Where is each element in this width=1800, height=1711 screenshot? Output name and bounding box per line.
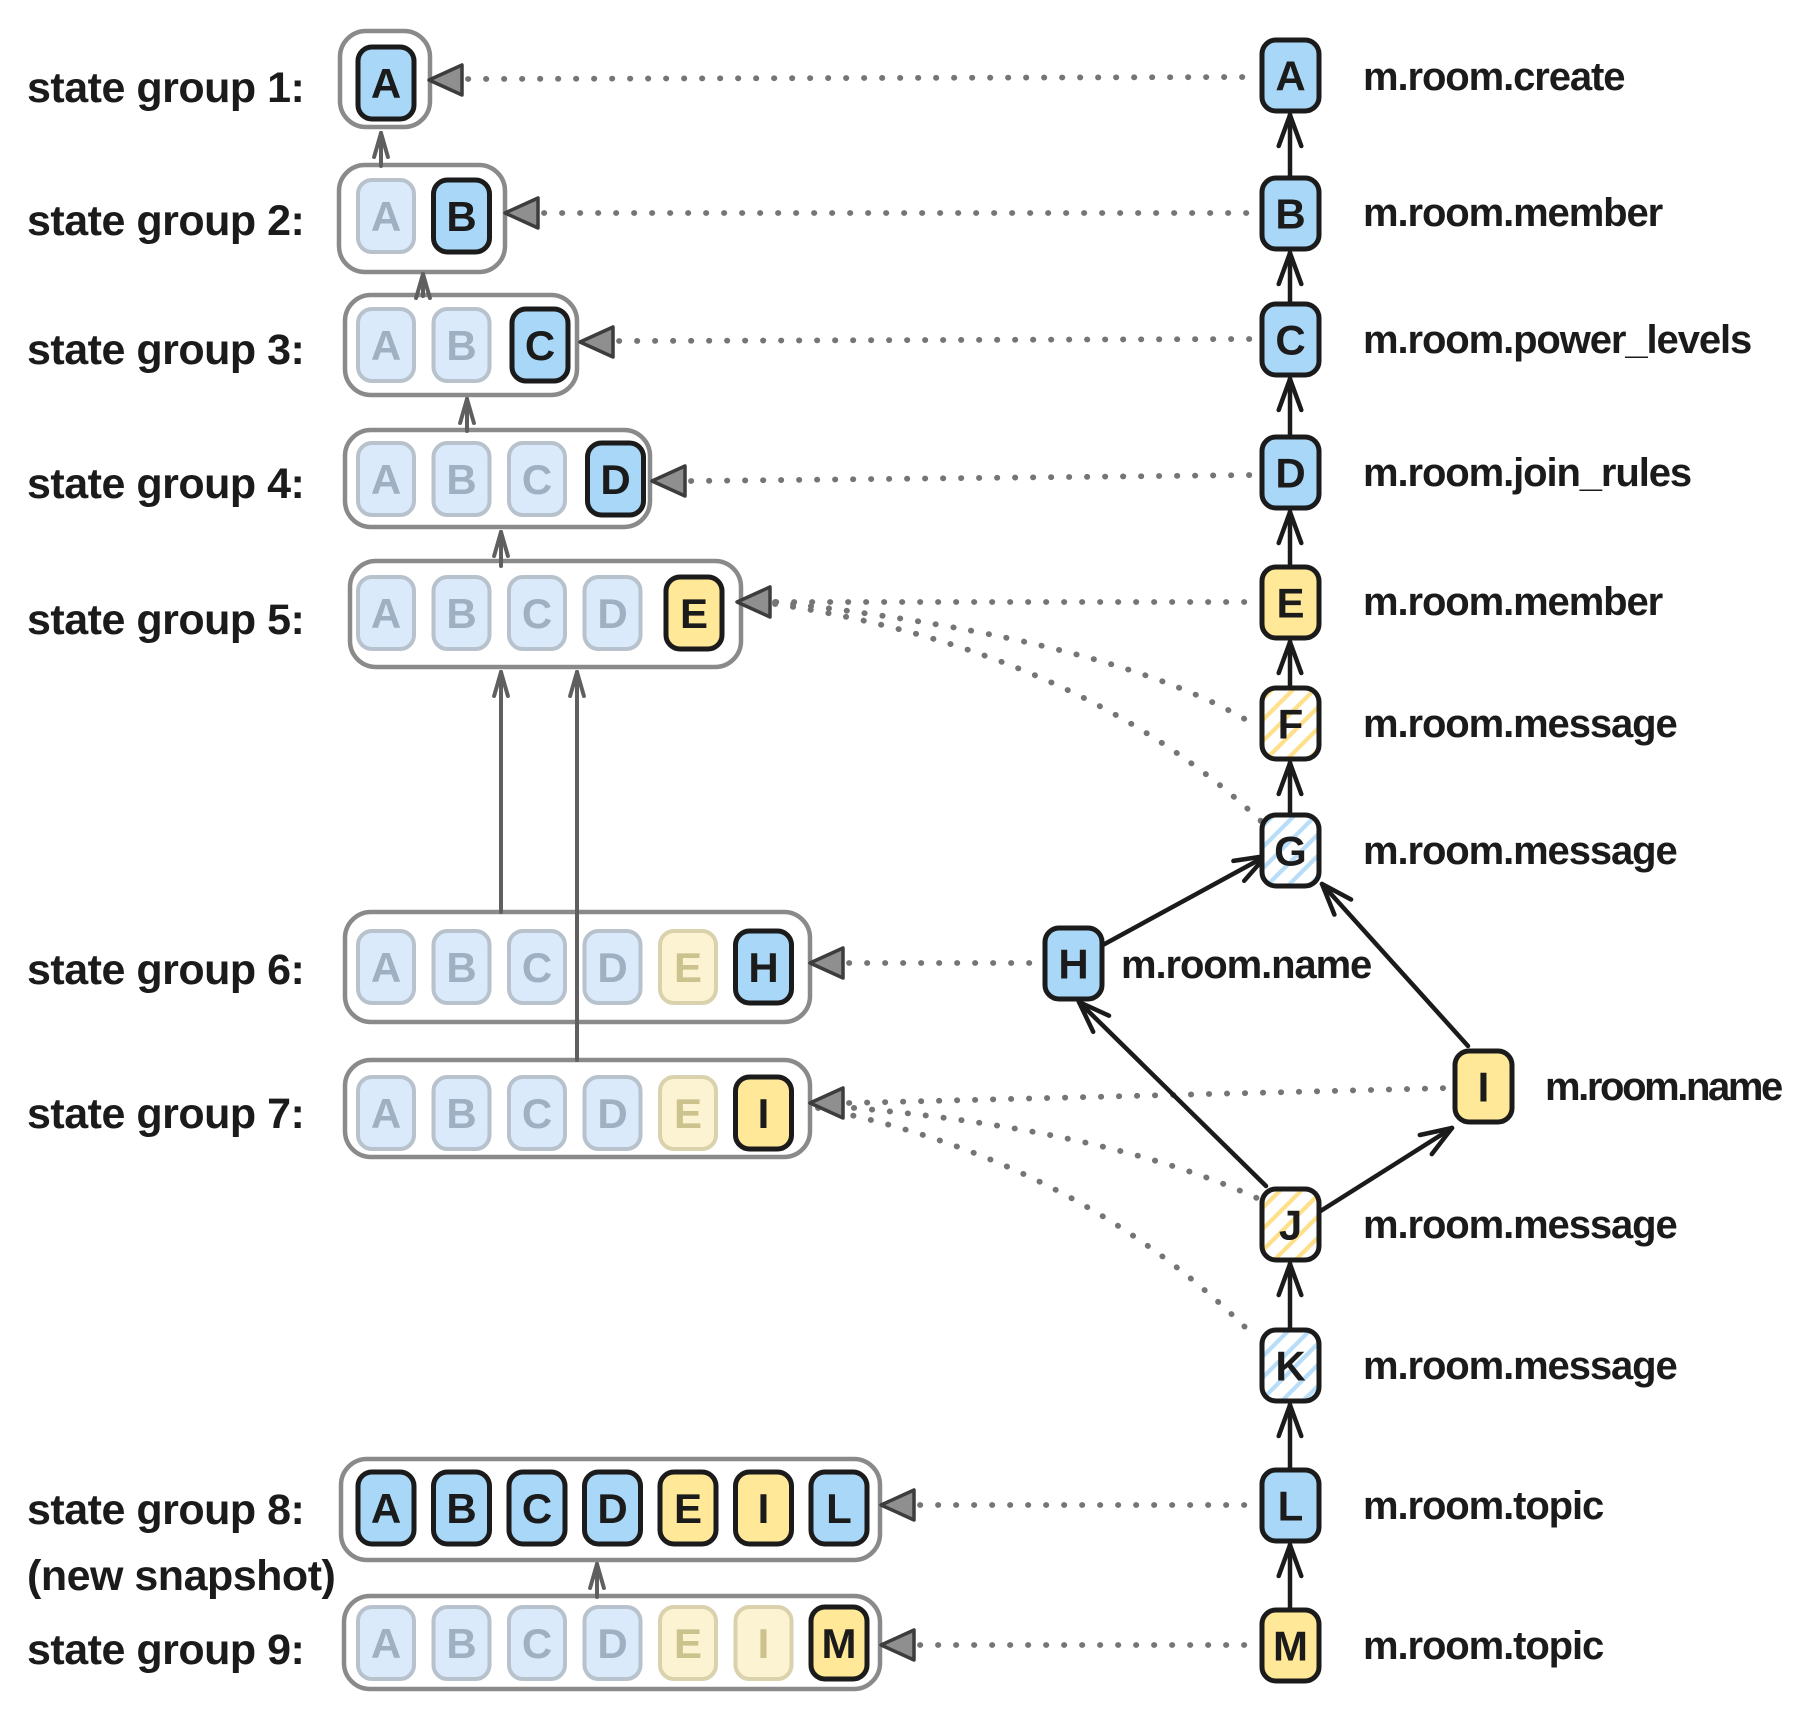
svg-text:state group 9:: state group 9:: [27, 1626, 304, 1674]
svg-text:A: A: [371, 60, 401, 107]
svg-text:m.room.message: m.room.message: [1363, 702, 1677, 746]
svg-text:D: D: [597, 1620, 627, 1667]
svg-text:B: B: [446, 193, 476, 240]
svg-text:B: B: [1275, 191, 1305, 238]
svg-text:B: B: [446, 1620, 476, 1667]
svg-text:m.room.member: m.room.member: [1363, 191, 1663, 235]
svg-text:L: L: [1278, 1483, 1304, 1530]
svg-text:A: A: [371, 590, 401, 637]
svg-text:I: I: [758, 1620, 770, 1667]
svg-text:m.room.message: m.room.message: [1363, 1344, 1677, 1388]
svg-text:m.room.join_rules: m.room.join_rules: [1363, 451, 1691, 495]
svg-text:C: C: [522, 1485, 552, 1532]
svg-text:I: I: [1478, 1064, 1490, 1111]
svg-text:C: C: [525, 322, 555, 369]
svg-text:C: C: [522, 1090, 552, 1137]
svg-text:D: D: [1275, 450, 1305, 497]
svg-text:A: A: [371, 1620, 401, 1667]
svg-text:C: C: [522, 456, 552, 503]
svg-text:state group 7:: state group 7:: [27, 1090, 304, 1138]
svg-text:E: E: [674, 944, 702, 991]
svg-text:E: E: [680, 590, 708, 637]
svg-text:B: B: [446, 590, 476, 637]
svg-text:D: D: [597, 590, 627, 637]
svg-text:m.room.name: m.room.name: [1545, 1065, 1782, 1109]
svg-text:m.room.power_levels: m.room.power_levels: [1363, 318, 1751, 362]
svg-text:m.room.member: m.room.member: [1363, 580, 1663, 624]
svg-text:H: H: [748, 944, 778, 991]
svg-text:E: E: [1276, 580, 1304, 627]
svg-text:L: L: [826, 1485, 852, 1532]
svg-text:D: D: [600, 456, 630, 503]
svg-text:A: A: [371, 1485, 401, 1532]
svg-text:I: I: [758, 1485, 770, 1532]
svg-text:D: D: [597, 1090, 627, 1137]
svg-text:B: B: [446, 322, 476, 369]
svg-text:J: J: [1279, 1202, 1302, 1249]
svg-text:A: A: [371, 193, 401, 240]
svg-text:E: E: [674, 1485, 702, 1532]
svg-text:(new snapshot): (new snapshot): [27, 1552, 335, 1600]
svg-text:A: A: [371, 1090, 401, 1137]
svg-text:I: I: [758, 1090, 770, 1137]
svg-text:state group 5:: state group 5:: [27, 596, 304, 644]
svg-text:m.room.topic: m.room.topic: [1363, 1484, 1604, 1528]
svg-text:state group 2:: state group 2:: [27, 197, 304, 245]
svg-text:B: B: [446, 1090, 476, 1137]
svg-text:D: D: [597, 944, 627, 991]
svg-text:B: B: [446, 944, 476, 991]
svg-text:state group 1:: state group 1:: [27, 64, 304, 112]
svg-text:C: C: [522, 1620, 552, 1667]
svg-text:M: M: [1273, 1623, 1308, 1670]
svg-text:A: A: [371, 322, 401, 369]
svg-text:m.room.message: m.room.message: [1363, 1203, 1677, 1247]
svg-text:M: M: [822, 1620, 857, 1667]
svg-text:m.room.create: m.room.create: [1363, 55, 1624, 99]
svg-text:E: E: [674, 1090, 702, 1137]
svg-text:H: H: [1058, 941, 1088, 988]
svg-text:A: A: [371, 456, 401, 503]
svg-text:C: C: [1275, 317, 1305, 364]
svg-text:B: B: [446, 456, 476, 503]
svg-text:A: A: [1275, 53, 1305, 100]
svg-text:m.room.message: m.room.message: [1363, 829, 1677, 873]
svg-text:D: D: [597, 1485, 627, 1532]
svg-text:G: G: [1274, 828, 1307, 875]
svg-text:m.room.topic: m.room.topic: [1363, 1624, 1604, 1668]
svg-text:C: C: [522, 944, 552, 991]
svg-text:C: C: [522, 590, 552, 637]
svg-text:state group 6:: state group 6:: [27, 946, 304, 994]
svg-text:E: E: [674, 1620, 702, 1667]
svg-text:m.room.name: m.room.name: [1121, 943, 1371, 987]
svg-text:K: K: [1275, 1343, 1305, 1390]
svg-text:B: B: [446, 1485, 476, 1532]
svg-text:A: A: [371, 944, 401, 991]
svg-text:F: F: [1278, 701, 1304, 748]
svg-text:state group 4:: state group 4:: [27, 460, 304, 508]
svg-text:state group 3:: state group 3:: [27, 326, 304, 374]
svg-text:state group 8:: state group 8:: [27, 1486, 304, 1534]
